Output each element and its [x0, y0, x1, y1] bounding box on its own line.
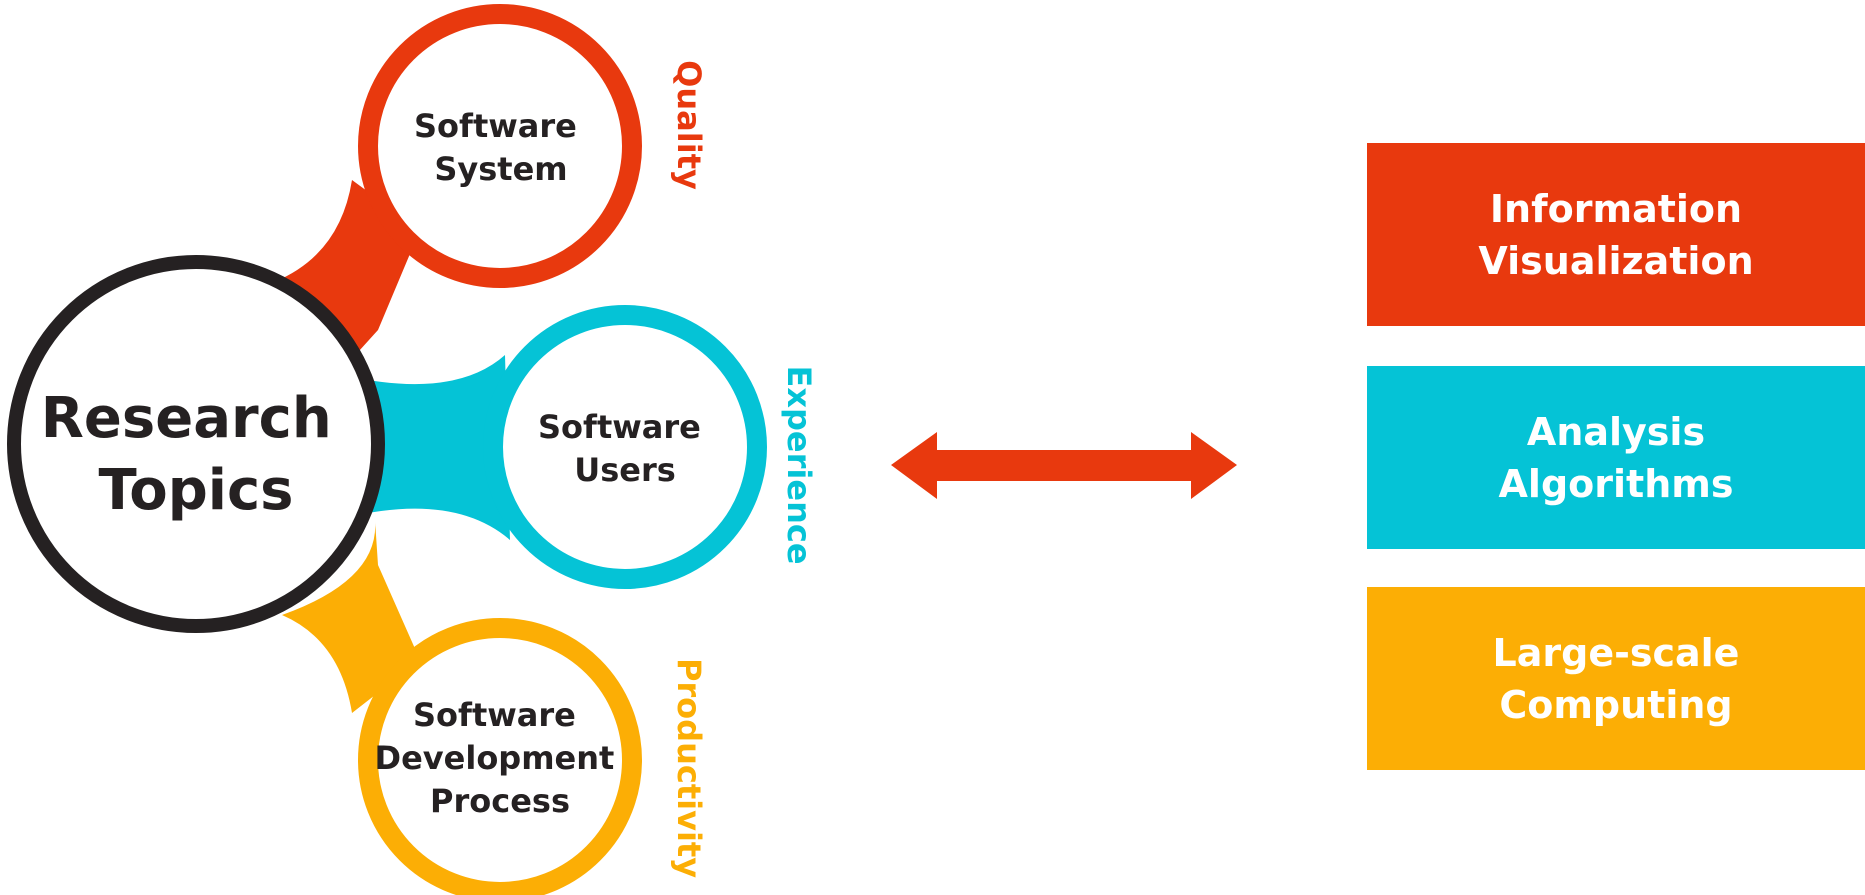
- method-analysis-algorithms-line-2: Algorithms: [1498, 461, 1734, 506]
- research-topics-ring: [7, 255, 385, 633]
- center-title-line-2: Topics: [98, 458, 293, 523]
- method-information-visualization-line-2: Visualization: [1478, 238, 1754, 283]
- center-title: Research Topics: [41, 386, 351, 523]
- method-analysis-algorithms-line-1: Analysis: [1526, 409, 1706, 454]
- topic-software-system-line-2: System: [434, 150, 567, 188]
- method-large-scale-computing: Large-scale Computing: [1367, 587, 1865, 770]
- topic-software-development-process-line-1: Software: [413, 696, 576, 734]
- method-large-scale-computing-line-2: Computing: [1499, 682, 1733, 727]
- method-information-visualization: Information Visualization: [1367, 143, 1865, 326]
- topic-software-system-label: Software System: [414, 107, 588, 188]
- topic-software-users-label: Software Users: [538, 408, 712, 489]
- quality-ring: [358, 4, 642, 288]
- topic-software-development-process-line-3: Process: [430, 782, 570, 820]
- tag-experience: Experience: [780, 365, 818, 564]
- topic-software-users-line-1: Software: [538, 408, 701, 446]
- quality-connector: [274, 180, 420, 372]
- topic-software-system-line-1: Software: [414, 107, 577, 145]
- tag-quality: Quality: [670, 60, 708, 190]
- center-title-line-1: Research: [41, 386, 332, 451]
- topic-software-development-process-label: Software Development Process: [375, 696, 626, 820]
- experience-ring: [483, 305, 767, 589]
- topic-software-users-line-2: Users: [574, 451, 676, 489]
- experience-connector: [368, 355, 510, 540]
- topic-software-development-process-line-2: Development: [375, 739, 615, 777]
- method-large-scale-computing-line-1: Large-scale: [1492, 630, 1740, 675]
- productivity-ring: [358, 618, 642, 895]
- productivity-connector: [282, 520, 420, 713]
- double-headed-arrow-icon: [891, 432, 1237, 499]
- tag-productivity: Productivity: [670, 658, 708, 878]
- method-information-visualization-line-1: Information: [1489, 186, 1743, 231]
- method-analysis-algorithms: Analysis Algorithms: [1367, 366, 1865, 549]
